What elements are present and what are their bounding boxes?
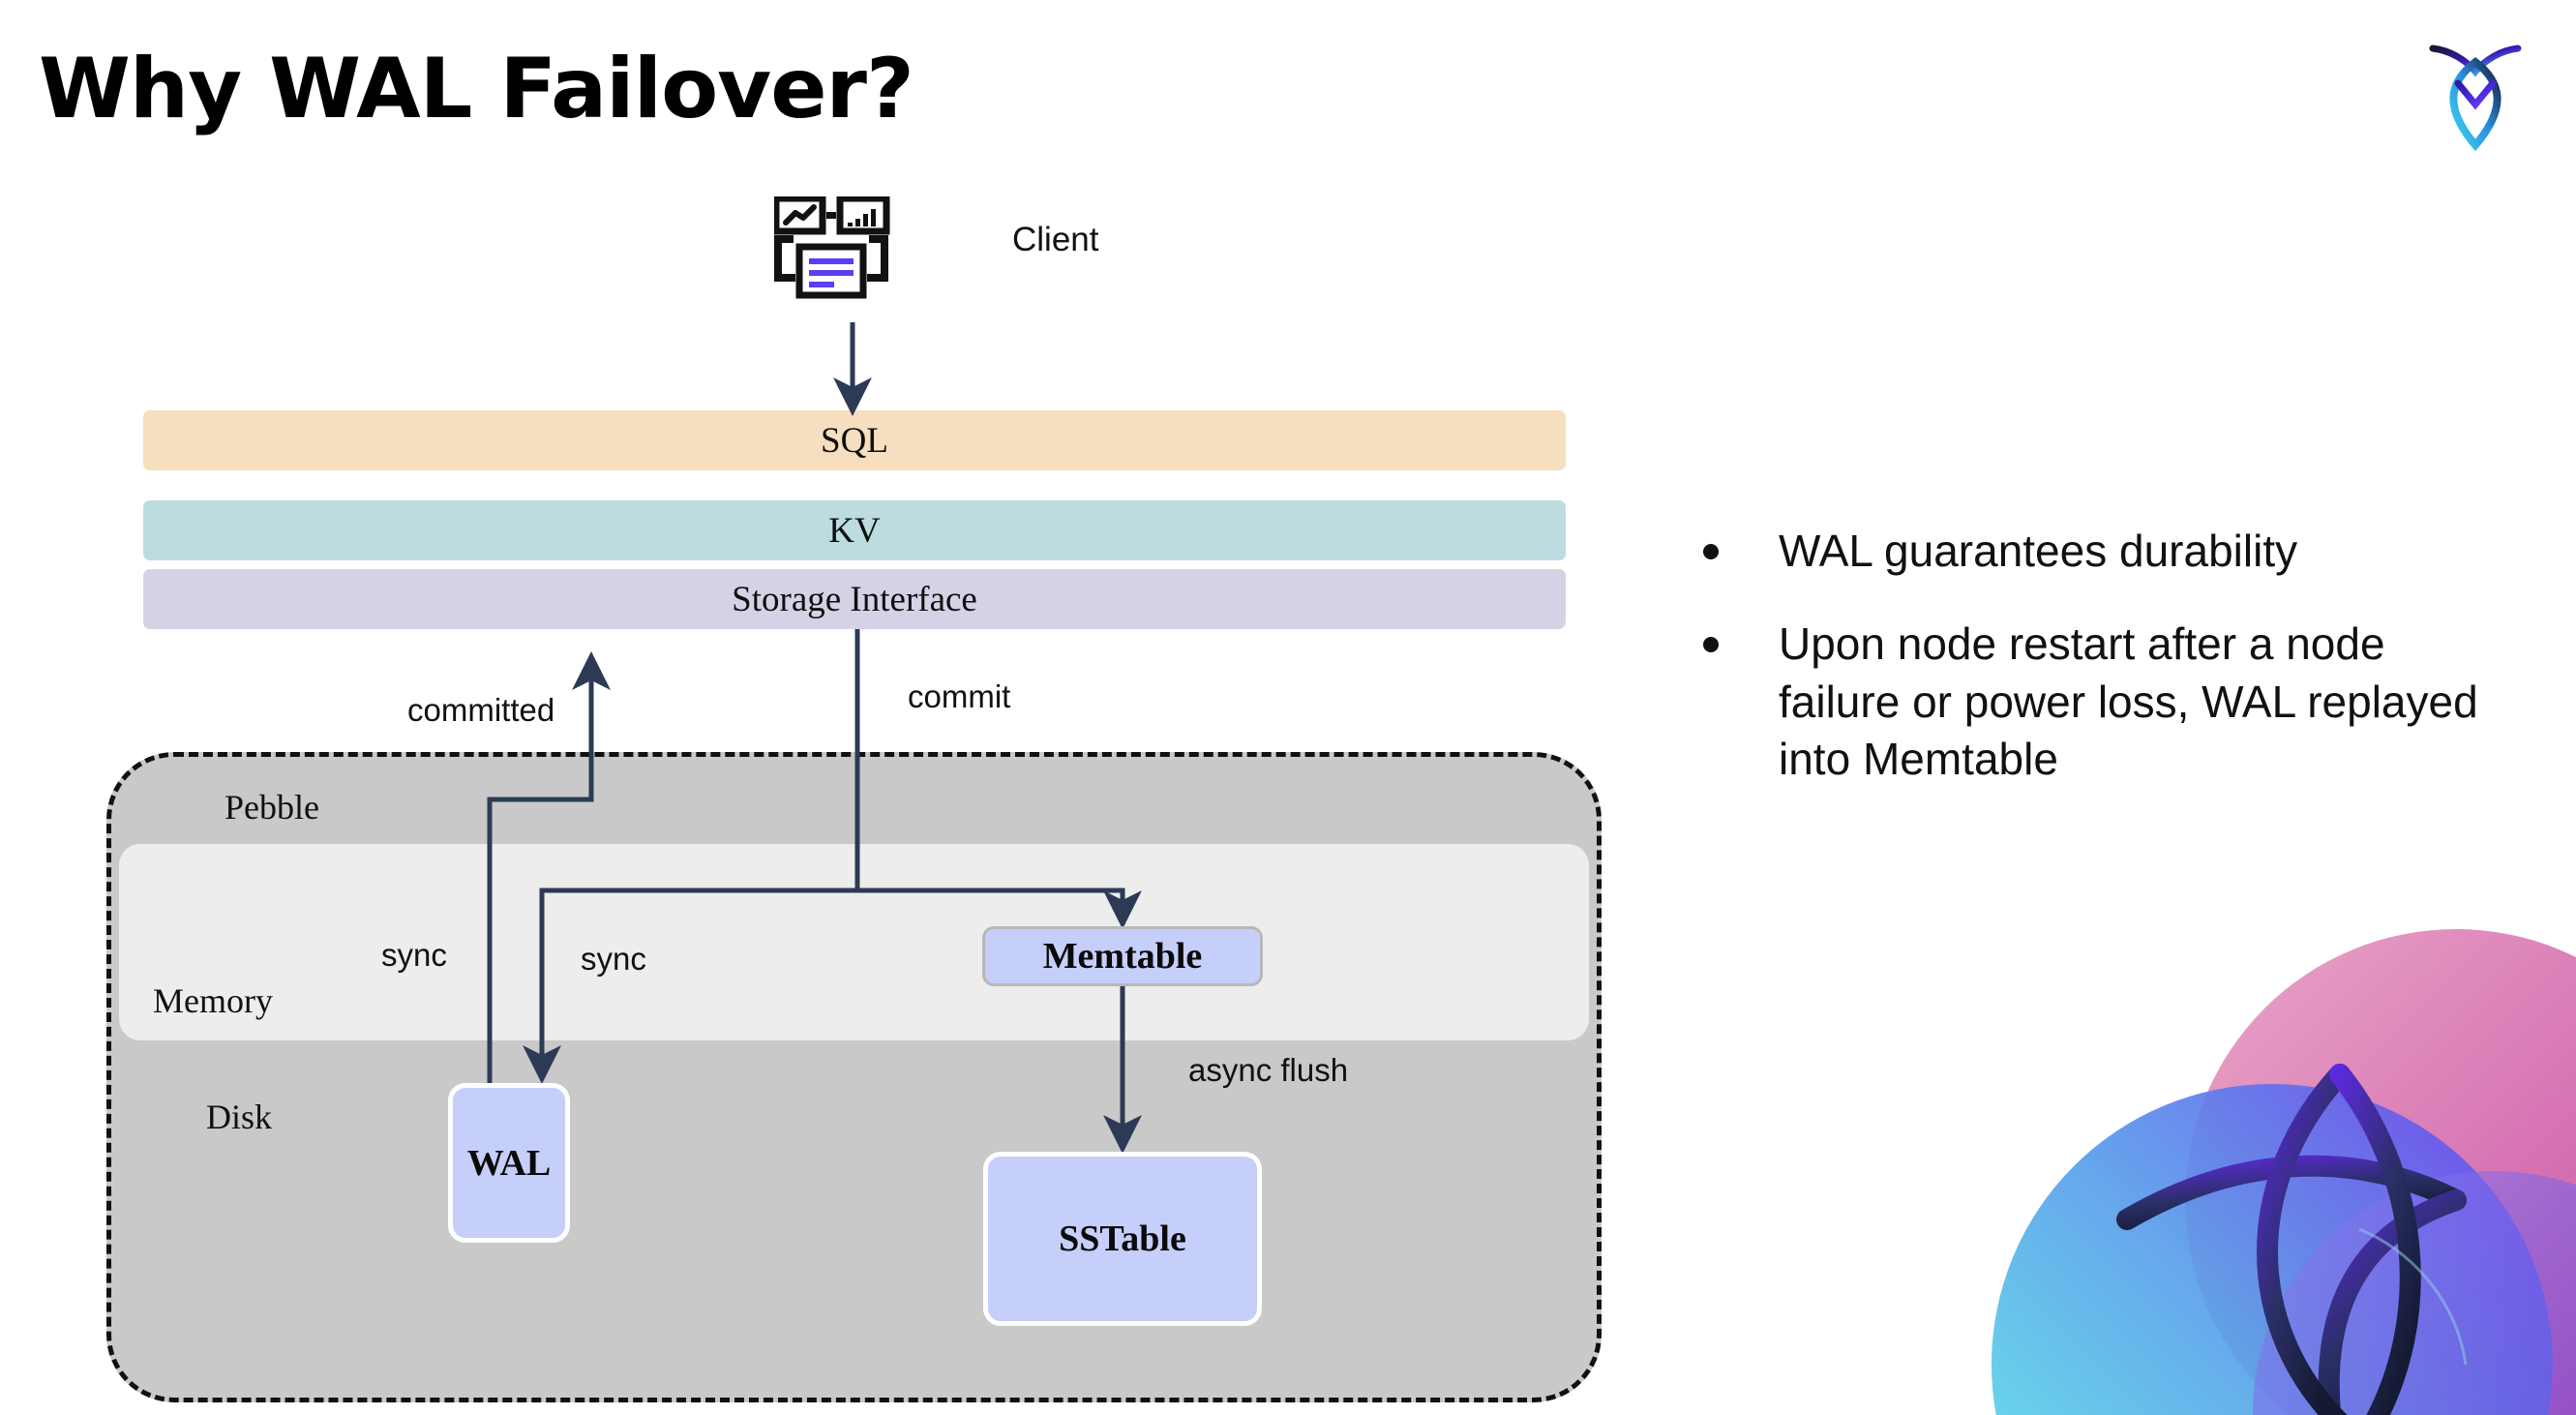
layer-bar-sql: SQL bbox=[143, 410, 1566, 470]
memory-region bbox=[119, 844, 1589, 1040]
bullet-list: WAL guarantees durability Upon node rest… bbox=[1703, 523, 2516, 824]
bullet-dot-icon bbox=[1703, 544, 1719, 559]
node-label-wal: WAL bbox=[466, 1142, 552, 1184]
node-memtable: Memtable bbox=[982, 926, 1263, 986]
edge-label-committed: committed bbox=[407, 692, 555, 728]
edge-label-async-flush: async flush bbox=[1188, 1052, 1349, 1088]
node-sstable: SSTable bbox=[983, 1152, 1262, 1326]
node-wal: WAL bbox=[448, 1083, 570, 1243]
pebble-label: Pebble bbox=[225, 788, 319, 827]
client-label: Client bbox=[1012, 221, 1099, 258]
bullet-dot-icon bbox=[1703, 636, 1719, 652]
cockroachdb-circles-decoration bbox=[1953, 910, 2576, 1415]
list-item: WAL guarantees durability bbox=[1703, 523, 2516, 581]
memory-label: Memory bbox=[153, 981, 273, 1020]
edge-label-sync-1: sync bbox=[381, 937, 447, 973]
layer-label-sql: SQL bbox=[821, 420, 888, 461]
bullet-text: Upon node restart after a node failure o… bbox=[1779, 617, 2478, 785]
list-item: Upon node restart after a node failure o… bbox=[1703, 616, 2516, 789]
bullet-text: WAL guarantees durability bbox=[1779, 526, 2298, 576]
node-label-memtable: Memtable bbox=[1042, 936, 1203, 977]
client-dashboard-icon bbox=[772, 195, 929, 322]
layer-label-storage-interface: Storage Interface bbox=[732, 579, 977, 619]
layer-bar-storage-interface: Storage Interface bbox=[143, 569, 1566, 629]
cockroachdb-logo bbox=[2408, 27, 2543, 153]
edge-label-commit: commit bbox=[908, 678, 1011, 714]
layer-bar-kv: KV bbox=[143, 500, 1566, 560]
edge-label-sync-2: sync bbox=[581, 941, 646, 977]
disk-label: Disk bbox=[206, 1098, 273, 1136]
node-label-sstable: SSTable bbox=[1059, 1219, 1186, 1259]
layer-label-kv: KV bbox=[828, 510, 881, 551]
page-title: Why WAL Failover? bbox=[39, 41, 914, 137]
